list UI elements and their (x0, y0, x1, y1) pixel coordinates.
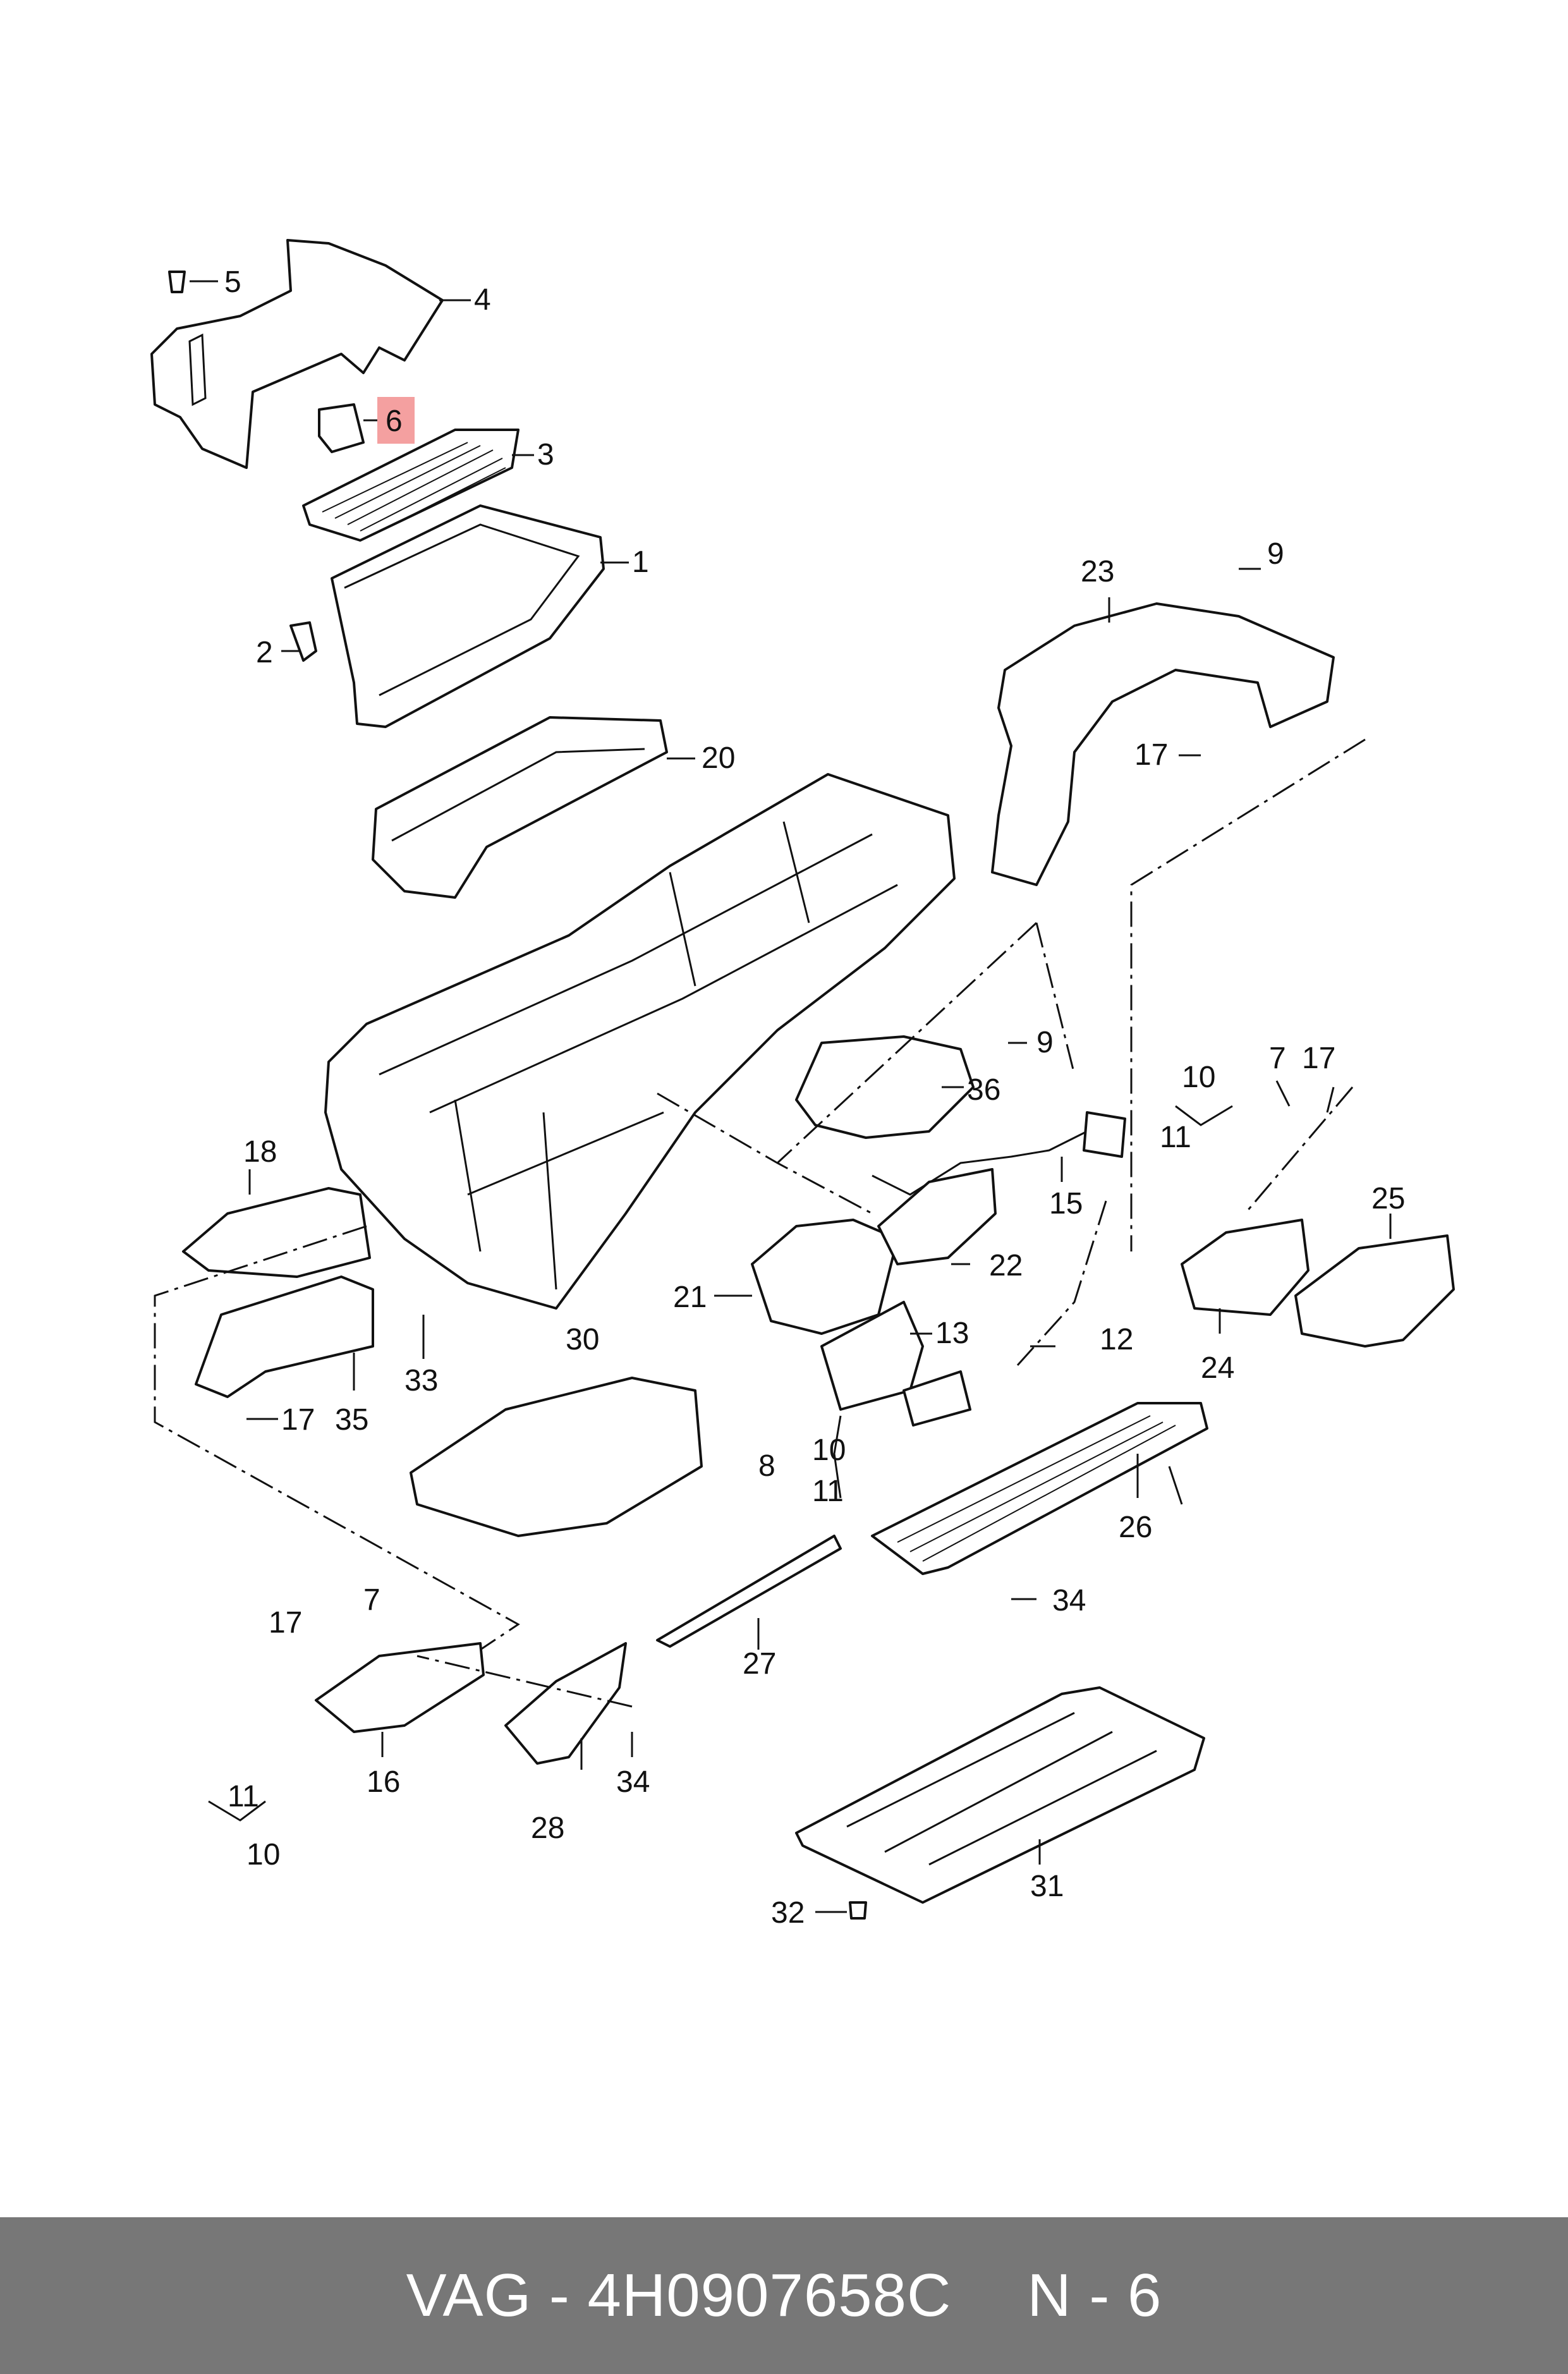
footer-caption: VAG - 4H0907658C N - 6 (0, 2217, 1568, 2374)
callout-17a: 17 (1134, 738, 1168, 772)
callout-22: 22 (989, 1249, 1023, 1282)
footer-part-number: VAG - 4H0907658C (406, 2261, 952, 2329)
callout-2: 2 (256, 636, 273, 669)
connection-lines (154, 738, 1366, 1708)
callout-6: 6 (386, 405, 403, 438)
callout-33: 33 (404, 1364, 438, 1397)
callout-11c: 11 (228, 1780, 259, 1813)
part-15-cable (872, 1130, 1088, 1196)
callout-18: 18 (243, 1135, 277, 1169)
callout-21: 21 (673, 1281, 707, 1314)
callout-32: 32 (771, 1896, 805, 1930)
part-4-slot (188, 333, 207, 406)
part-27-strip (656, 1535, 842, 1648)
callout-17d: 17 (269, 1606, 302, 1640)
callout-23: 23 (1081, 555, 1114, 588)
callout-35: 35 (335, 1403, 368, 1437)
callout-13: 13 (935, 1317, 969, 1350)
part-36-duct (795, 1035, 975, 1139)
part-15-connector (1083, 1111, 1126, 1158)
callout-26: 26 (1119, 1511, 1152, 1544)
part-21b-vent (877, 1168, 997, 1265)
part-6-sensor (318, 403, 365, 453)
callout-12: 12 (1100, 1323, 1133, 1356)
callout-34b: 34 (616, 1765, 650, 1799)
part-26-vent (871, 1402, 1208, 1575)
part-4-trim-cover (150, 239, 444, 469)
callout-20: 20 (702, 741, 735, 775)
footer-position: N - 6 (1027, 2261, 1162, 2329)
part-26-slats (897, 1415, 1176, 1562)
callout-34a: 34 (1052, 1584, 1086, 1617)
part-1-opening (344, 523, 580, 697)
callout-8: 8 (758, 1449, 775, 1483)
part-31-ribs (846, 1712, 1157, 1866)
callout-5: 5 (224, 265, 241, 299)
part-32-clip (849, 1901, 867, 1920)
callout-7b: 7 (363, 1583, 380, 1617)
callout-6-highlight (377, 397, 415, 444)
exploded-parts-diagram: 1 2 3 4 5 6 7 7 8 9 9 10 10 10 11 11 11 … (150, 239, 1455, 1930)
part-31-tray (795, 1686, 1205, 1904)
callout-7a: 7 (1269, 1042, 1286, 1075)
callout-10b: 10 (812, 1434, 846, 1467)
callout-4: 4 (474, 283, 491, 317)
callout-11a: 11 (1160, 1121, 1191, 1154)
main-hvac-details (379, 821, 898, 1290)
callout-28: 28 (531, 1811, 564, 1845)
part-13-module (903, 1370, 971, 1427)
callout-3: 3 (537, 438, 554, 472)
callout-31: 31 (1030, 1870, 1064, 1903)
callout-17b: 17 (1302, 1042, 1335, 1075)
part-1-housing (331, 504, 605, 728)
part-25-vent (1294, 1234, 1455, 1348)
part-30-panel (410, 1377, 703, 1537)
callout-24: 24 (1201, 1351, 1234, 1385)
callout-36: 36 (967, 1073, 1000, 1107)
part-13-bracket (820, 1301, 924, 1411)
part-5-clip (168, 271, 186, 293)
leader-lines (190, 280, 1392, 1913)
callout-16: 16 (367, 1765, 400, 1799)
main-hvac-unit (324, 773, 956, 1310)
callout-15: 15 (1049, 1187, 1083, 1220)
callout-11b: 11 (812, 1475, 844, 1508)
part-3-grille-lines (322, 442, 506, 535)
callout-30: 30 (566, 1323, 599, 1356)
part-20-duct-frame (372, 716, 668, 899)
callout-10c: 10 (246, 1838, 280, 1872)
part-23-duct (991, 602, 1335, 886)
part-3-grille-cover (302, 429, 520, 542)
callout-27: 27 (743, 1647, 776, 1681)
part-2-screw (289, 621, 317, 662)
callout-10a: 10 (1182, 1061, 1215, 1094)
part-35-duct (195, 1275, 374, 1398)
part-20-inner (391, 748, 645, 842)
part-16-vent (315, 1642, 485, 1733)
part-21-vent (751, 1219, 899, 1335)
callout-9a: 9 (1267, 537, 1284, 571)
part-24-vent (1181, 1219, 1310, 1316)
part-28-vent (504, 1642, 627, 1765)
part-18-duct (182, 1187, 371, 1278)
callout-17c: 17 (281, 1403, 315, 1437)
callout-25: 25 (1371, 1182, 1405, 1215)
callout-9b: 9 (1036, 1026, 1054, 1059)
callout-1: 1 (632, 545, 649, 579)
